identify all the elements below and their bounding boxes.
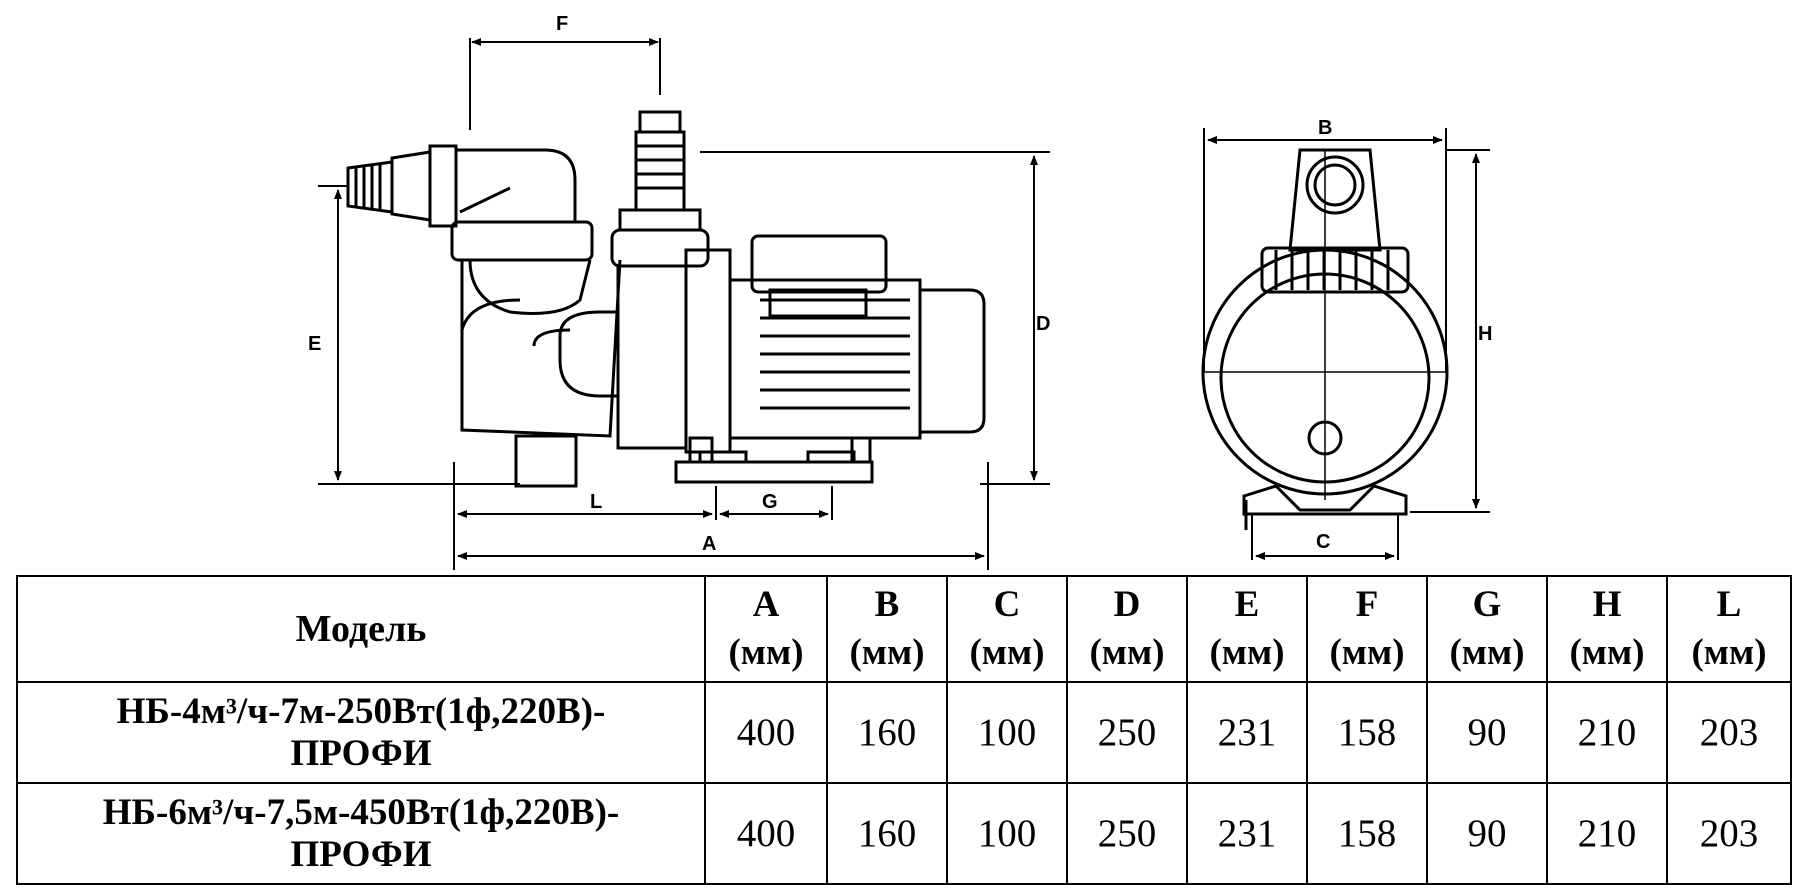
value-cell-d: 250 [1066, 681, 1188, 784]
column-header-d: D(мм) [1066, 575, 1188, 683]
column-header-c: C(мм) [946, 575, 1068, 683]
pump-dimension-drawing: F D E L G A [308, 13, 1492, 570]
value-cell-g: 90 [1426, 782, 1548, 885]
column-header-l: L(мм) [1666, 575, 1792, 683]
column-header-b: B(мм) [826, 575, 948, 683]
value-cell-a: 400 [704, 681, 828, 784]
model-name-cell: НБ-6м³/ч-7,5м-450Вт(1ф,220В)-ПРОФИ [16, 782, 706, 885]
table-header-row: Модель A(мм) B(мм) C(мм) D(мм) E(мм) F(м… [16, 575, 1792, 683]
dim-label-h: H [1478, 323, 1492, 345]
value-cell-h: 210 [1546, 681, 1668, 784]
value-cell-c: 100 [946, 782, 1068, 885]
value-cell-c: 100 [946, 681, 1068, 784]
dim-label-a: A [702, 533, 716, 555]
table-row: НБ-6м³/ч-7,5м-450Вт(1ф,220В)-ПРОФИ 400 1… [16, 782, 1792, 885]
value-cell-l: 203 [1666, 782, 1792, 885]
value-cell-g: 90 [1426, 681, 1548, 784]
value-cell-b: 160 [826, 782, 948, 885]
column-header-g: G(мм) [1426, 575, 1548, 683]
dim-label-c: C [1316, 531, 1330, 553]
value-cell-l: 203 [1666, 681, 1792, 784]
value-cell-b: 160 [826, 681, 948, 784]
column-header-e: E(мм) [1186, 575, 1308, 683]
dim-label-f: F [556, 13, 568, 35]
dim-label-b: B [1318, 117, 1332, 139]
dim-label-e: E [308, 333, 321, 355]
table-row: НБ-4м³/ч-7м-250Вт(1ф,220В)-ПРОФИ 400 160… [16, 681, 1792, 784]
value-cell-e: 231 [1186, 782, 1308, 885]
value-cell-e: 231 [1186, 681, 1308, 784]
dimensions-table: Модель A(мм) B(мм) C(мм) D(мм) E(мм) F(м… [16, 575, 1792, 885]
model-name-cell: НБ-4м³/ч-7м-250Вт(1ф,220В)-ПРОФИ [16, 681, 706, 784]
column-header-a: A(мм) [704, 575, 828, 683]
value-cell-h: 210 [1546, 782, 1668, 885]
value-cell-a: 400 [704, 782, 828, 885]
front-view-dimensions [1203, 128, 1490, 560]
dim-label-l: L [590, 491, 602, 513]
value-cell-d: 250 [1066, 782, 1188, 885]
dim-label-d: D [1036, 313, 1050, 335]
model-column-header: Модель [16, 575, 706, 683]
value-cell-f: 158 [1306, 782, 1428, 885]
value-cell-f: 158 [1306, 681, 1428, 784]
side-view-dimensions [318, 38, 1050, 570]
pump-side-view [346, 110, 986, 488]
column-header-h: H(мм) [1546, 575, 1668, 683]
column-header-f: F(мм) [1306, 575, 1428, 683]
dim-label-g: G [762, 491, 778, 513]
